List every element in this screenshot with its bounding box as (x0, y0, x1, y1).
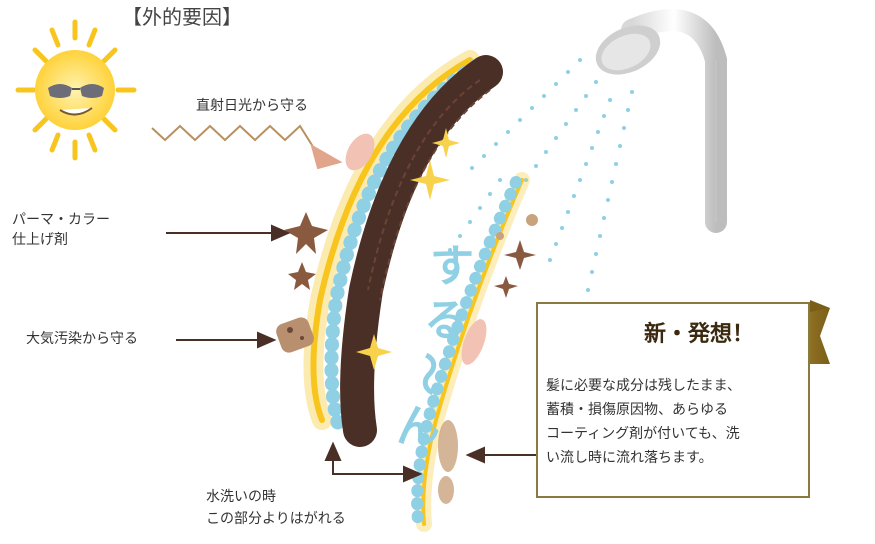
page-title: 【外的要因】 (122, 5, 242, 29)
sparkle-icon (356, 128, 460, 370)
sun-icon (15, 19, 137, 161)
pollution-label: 大気汚染から守る (26, 331, 138, 347)
uv-arrow (151, 124, 343, 170)
hair-shaft (340, 55, 503, 447)
suru-char-4: ん (396, 401, 440, 452)
uv-spot-icon (345, 133, 487, 365)
pollution-particle-icon (276, 214, 538, 504)
suru-char-1: す (430, 241, 474, 292)
perm-label: パーマ・カラー 仕上げ剤 (12, 212, 110, 248)
washed-strand-coating (411, 176, 522, 526)
shower-icon (595, 9, 727, 233)
uv-label: 直射日光から守る (196, 98, 308, 114)
damage-particle-icon (284, 212, 536, 298)
wash-label: 水洗いの時 この部分よりはがれる (206, 489, 346, 527)
info-box: 髪に必要な成分は残したまま、 蓄積・損傷原因物、あらゆる コーティング剤が付いて… (536, 302, 810, 498)
info-box-text: 髪に必要な成分は残したまま、 蓄積・損傷原因物、あらゆる コーティング剤が付いて… (546, 378, 742, 466)
arrows (166, 224, 536, 483)
info-box-heading: 新・発想！ (644, 322, 755, 347)
suru-char-2: る (424, 295, 468, 346)
